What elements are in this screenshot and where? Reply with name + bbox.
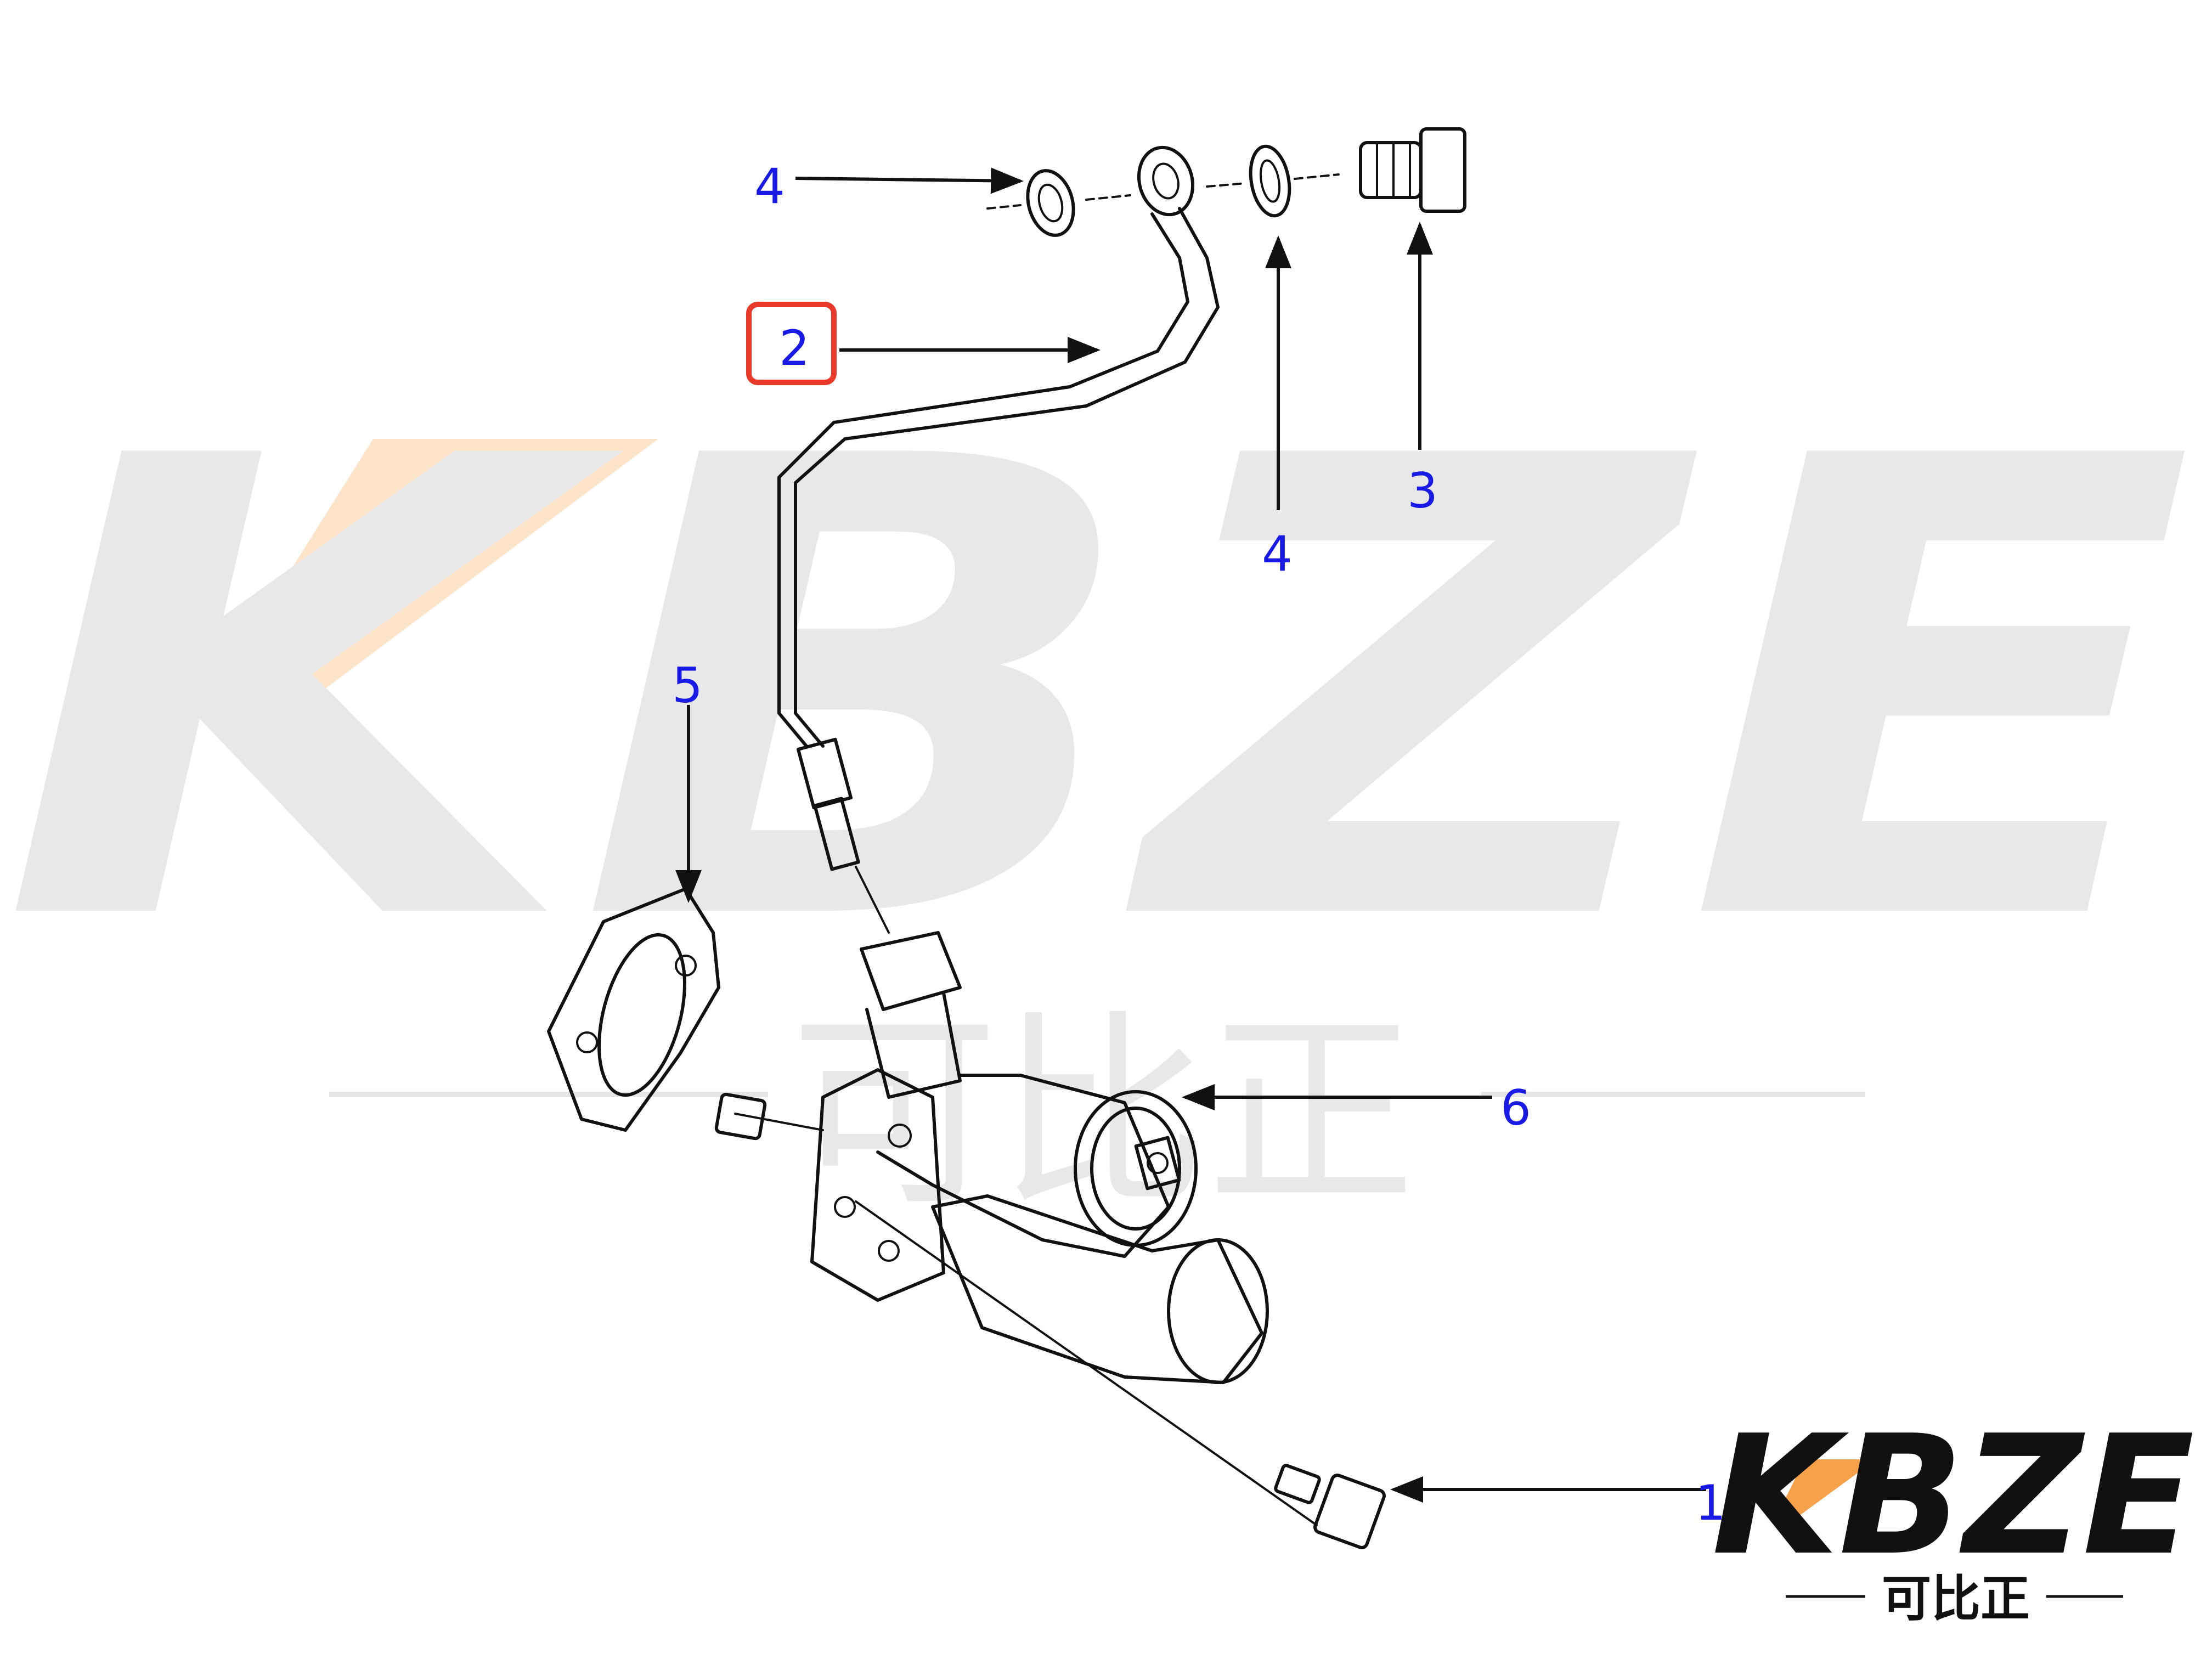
banjo-bolt — [1359, 127, 1466, 213]
logo-accent-stripe — [1775, 1459, 1876, 1520]
brand-logo: KBZE 可比正 — [1712, 1400, 2194, 1628]
callout-1: 1 — [1695, 1475, 1726, 1531]
feed-pump — [714, 931, 1318, 1526]
callout-2-highlight-box — [746, 302, 837, 385]
callout-4-right: 4 — [1262, 526, 1293, 582]
leader-arrows — [675, 167, 1706, 1503]
callout-4-top: 4 — [754, 158, 785, 215]
callout-2: 2 — [779, 320, 810, 376]
arrow-4-top — [795, 167, 1024, 194]
watermark: KBZE 可比正 — [0, 326, 2194, 1234]
callout-5: 5 — [672, 657, 703, 714]
watermark-brand: KBZE — [0, 326, 2194, 1060]
watermark-subtitle: 可比正 — [790, 991, 1415, 1234]
logo-subtitle: 可比正 — [1882, 1570, 2030, 1628]
washer-top-right — [1206, 144, 1340, 218]
bolt — [1274, 1464, 1386, 1549]
gasket — [547, 887, 720, 1132]
callout-3: 3 — [1407, 462, 1438, 519]
callouts: 4 2 4 3 5 6 1 — [672, 158, 1726, 1531]
logo-brand: KBZE — [1712, 1400, 2194, 1592]
watermark-accent-stripe — [198, 439, 658, 719]
washer-top-left — [986, 169, 1131, 237]
callout-6: 6 — [1500, 1080, 1531, 1136]
fuel-pipe — [777, 145, 1220, 934]
